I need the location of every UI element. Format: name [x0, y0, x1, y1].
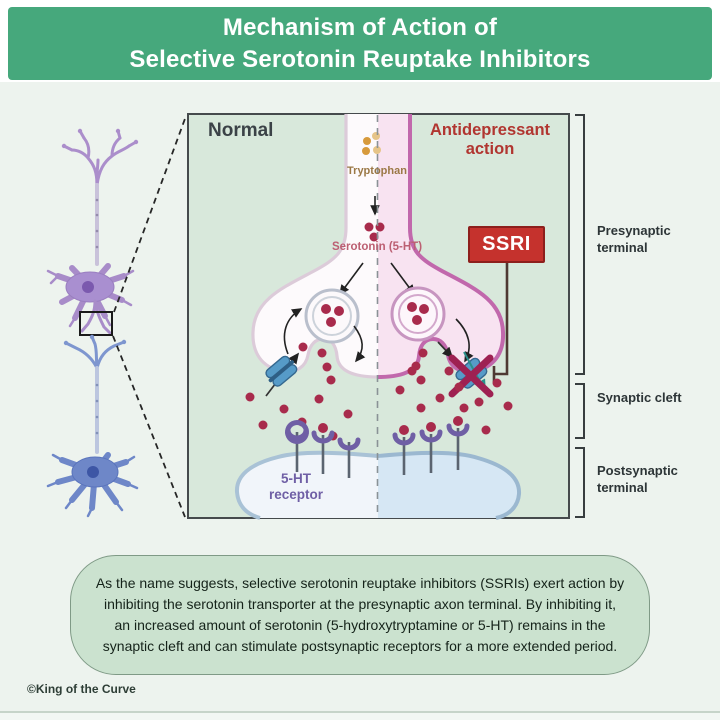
- zoom-guide-lines: [112, 115, 187, 518]
- bottom-rule: [0, 711, 720, 713]
- normal-label: Normal: [208, 120, 274, 141]
- serotonin-label: Serotonin (5-HT): [331, 241, 423, 253]
- side-brackets: [575, 114, 585, 518]
- caption-box: As the name suggests, selective serotoni…: [70, 555, 650, 675]
- side-label-postsynaptic-terminal: Postsynaptic terminal: [597, 463, 678, 495]
- neuron-illustration: [46, 115, 187, 518]
- caption-text: As the name suggests, selective serotoni…: [95, 575, 625, 654]
- credit-text: ©King of the Curve: [27, 682, 136, 696]
- ssri-box: SSRI: [468, 226, 545, 263]
- postsynaptic-bracket: [575, 447, 585, 518]
- bottom-strip: [0, 713, 720, 720]
- presynaptic-neuron-icon: [46, 128, 139, 335]
- page-title-line1: Mechanism of Action of: [222, 13, 498, 41]
- title-banner: Mechanism of Action of Selective Seroton…: [8, 7, 712, 80]
- tryptophan-label: Tryptophan: [347, 165, 407, 177]
- synaptic-cleft-bracket: [575, 383, 585, 439]
- ssri-label: SSRI: [482, 233, 531, 255]
- page-title-line2: Selective Serotonin Reuptake Inhibitors: [129, 45, 591, 73]
- presynaptic-bracket: [575, 114, 585, 375]
- side-label-presynaptic-terminal: Presynaptic terminal: [597, 223, 671, 255]
- antidepressant-label: Antidepressant action: [429, 121, 551, 158]
- zoom-rectangle: [79, 311, 113, 336]
- receptor-label: 5-HT receptor: [268, 471, 324, 502]
- postsynaptic-neuron-icon: [46, 334, 139, 518]
- side-label-synaptic-cleft: Synaptic cleft: [597, 390, 682, 405]
